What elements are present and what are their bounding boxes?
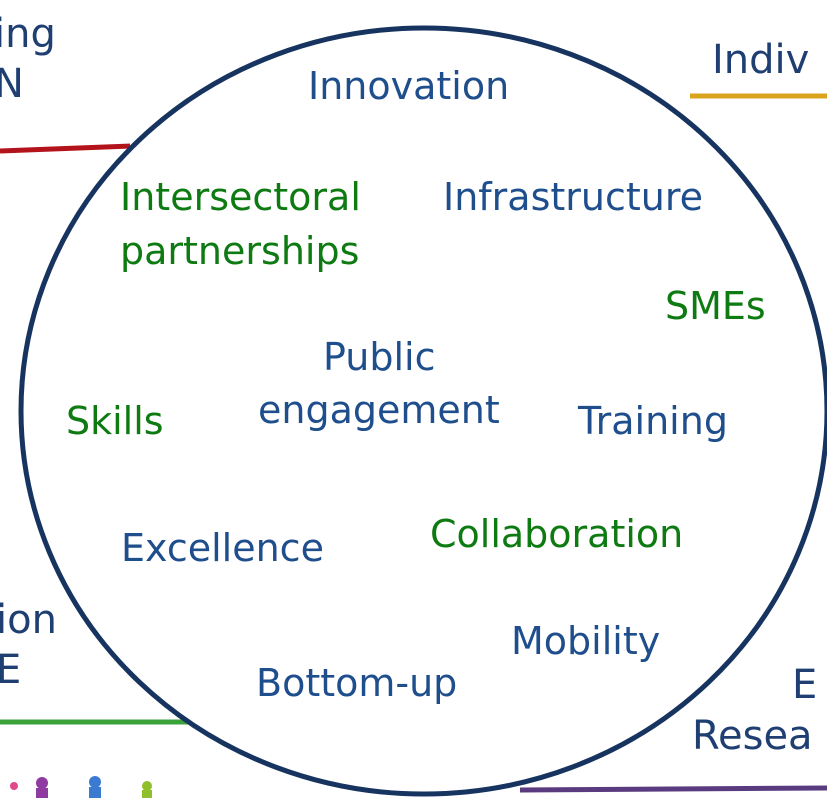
connector-line-top-left bbox=[0, 143, 131, 154]
term-public-line1: Public bbox=[323, 335, 436, 379]
edge-label-bottom-right-line1: E bbox=[792, 662, 818, 708]
term-skills: Skills bbox=[66, 399, 164, 443]
edge-label-top-right: Indiv bbox=[712, 37, 810, 83]
edge-label-top-left-line1: ing bbox=[0, 11, 56, 57]
term-bottom-up: Bottom-up bbox=[256, 661, 458, 705]
term-intersectoral-line2: partnerships bbox=[120, 229, 360, 273]
central-circle bbox=[18, 25, 827, 797]
people-figures-graphic bbox=[10, 776, 152, 798]
connector-line-bottom-right bbox=[519, 785, 827, 793]
term-innovation: Innovation bbox=[308, 64, 510, 108]
edge-label-bottom-left-line1: ion bbox=[0, 597, 57, 643]
term-infrastructure: Infrastructure bbox=[443, 175, 704, 219]
term-public-line2: engagement bbox=[258, 388, 500, 432]
term-mobility: Mobility bbox=[511, 619, 661, 663]
edge-label-bottom-right-line2: Resea bbox=[692, 713, 813, 759]
term-intersectoral-line1: Intersectoral bbox=[120, 175, 361, 219]
edge-label-bottom-left-line2: E bbox=[0, 647, 22, 693]
term-training: Training bbox=[578, 399, 728, 443]
term-excellence: Excellence bbox=[121, 526, 324, 570]
term-smes: SMEs bbox=[665, 284, 766, 328]
edge-label-top-left-line2: N bbox=[0, 61, 24, 107]
term-collaboration: Collaboration bbox=[430, 512, 684, 556]
